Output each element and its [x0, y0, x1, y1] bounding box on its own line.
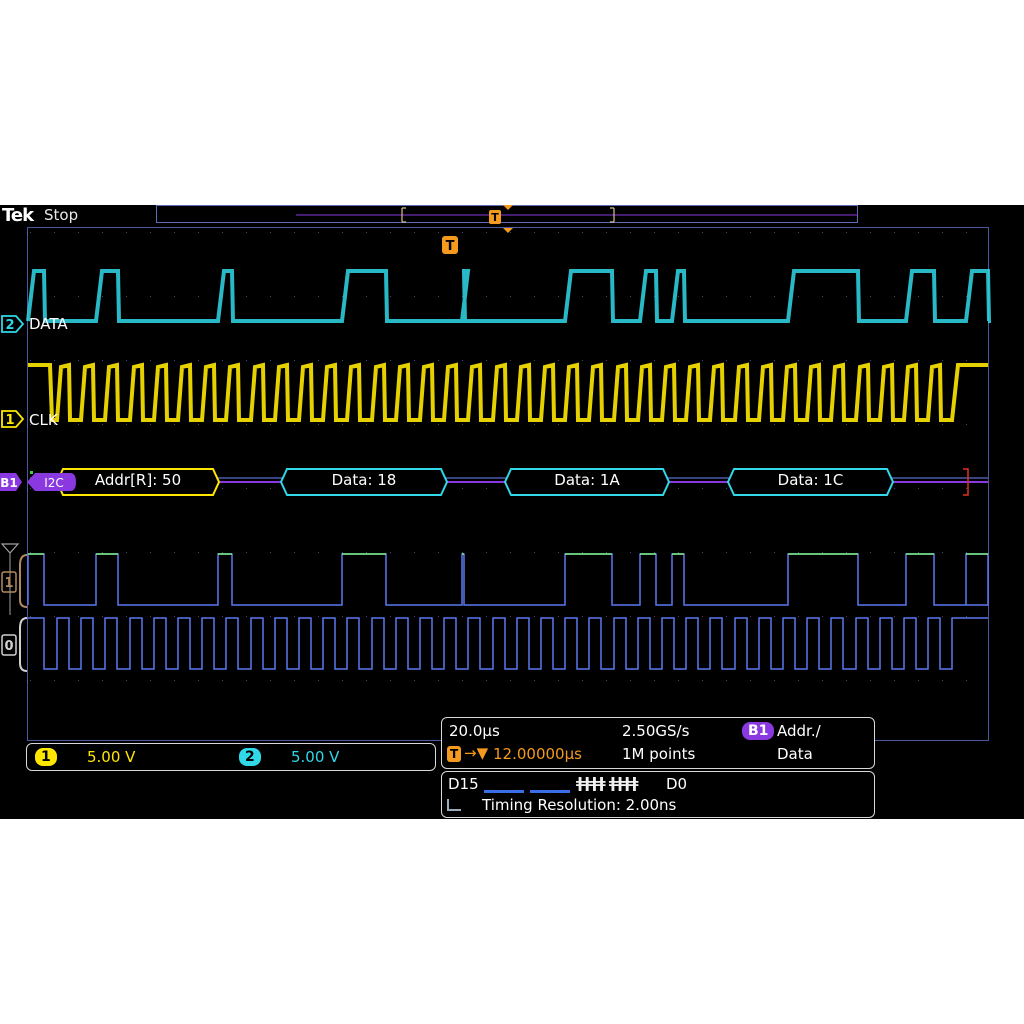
svg-text:I2C: I2C — [44, 476, 64, 490]
decode-packet-data-1: Data: 18 — [331, 471, 397, 489]
svg-text:B1: B1 — [0, 476, 18, 490]
oscilloscope-screen: Tek Stop T T 2 DATA 1 CLK — [0, 205, 1024, 819]
digital-active-channels: ǂǂǂǂ ǂǂǂǂ — [576, 774, 638, 792]
svg-text:T: T — [446, 239, 455, 254]
trigger-arrow-icon: →▼ — [464, 744, 489, 762]
ch1-badge: 1 — [35, 748, 57, 766]
ch1-marker[interactable]: 1 — [1, 410, 25, 428]
data-waveform — [26, 269, 992, 323]
clk-waveform — [28, 362, 988, 422]
trigger-marker-icon — [442, 236, 458, 254]
svg-text:2: 2 — [5, 318, 14, 333]
tek-logo: Tek — [2, 205, 34, 226]
bus-mode-line1: Addr./ — [777, 722, 821, 740]
digital-range-start: D15 — [448, 775, 479, 793]
digital-1-low — [27, 553, 989, 606]
bus-marker[interactable]: B1 I2C — [0, 473, 76, 491]
sample-rate: 2.50GS/s — [622, 722, 690, 740]
digital-channels-panel[interactable]: D15 ǂǂǂǂ ǂǂǂǂ D0 Timing Resolution: 2.00… — [441, 771, 875, 818]
decode-packet-data-2: Data: 1A — [554, 471, 620, 489]
ch1-scale: 5.00 V — [87, 748, 136, 766]
decode-packet-data-3: Data: 1C — [777, 471, 844, 489]
waveform-area: T T 2 DATA 1 CLK B1 I2C — [0, 205, 992, 681]
data-channel-label: DATA — [29, 315, 68, 333]
trigger-icon: T — [447, 746, 462, 762]
digital-range-end: D0 — [666, 775, 688, 793]
digital-group-marker[interactable]: 1 0 — [0, 543, 28, 672]
svg-text:1: 1 — [4, 576, 13, 591]
bus-mode-line2: Data — [777, 745, 813, 763]
time-per-division: 20.0μs — [449, 722, 500, 740]
ch2-scale: 5.00 V — [291, 748, 340, 766]
decode-packet-shape-2 — [503, 468, 671, 496]
svg-text:T: T — [491, 211, 499, 224]
trigger-position-bottom-arrow — [503, 228, 513, 233]
decode-packet-shape-3 — [726, 468, 895, 496]
record-trigger-marker — [489, 210, 501, 224]
trigger-position: 12.00000μs — [493, 745, 582, 763]
svg-text:0: 0 — [4, 639, 13, 654]
decode-packet-shape-0 — [55, 468, 221, 496]
ch2-marker[interactable]: 2 — [1, 315, 25, 333]
digital-inactive-bar-2 — [530, 790, 570, 793]
record-length: 1M points — [622, 745, 696, 763]
vertical-scale-panel[interactable]: 1 5.00 V 2 5.00 V — [26, 743, 436, 771]
clk-channel-label: CLK — [29, 411, 59, 429]
acquisition-panel[interactable]: 20.0μs 2.50GS/s B1 Addr./ T →▼ 12.00000μ… — [441, 717, 875, 769]
timing-resolution-icon — [447, 799, 461, 811]
trigger-position-top-arrow — [503, 205, 513, 210]
acquisition-status: Stop — [44, 206, 79, 224]
digital-inactive-bar-1 — [484, 790, 524, 793]
bus-badge: B1 — [742, 722, 775, 740]
svg-text:1: 1 — [5, 413, 14, 428]
digital-0-waveform — [28, 617, 988, 670]
decode-packet-addr: Addr[R]: 50 — [94, 471, 182, 489]
timing-resolution: Timing Resolution: 2.00ns — [482, 796, 677, 814]
decode-packet-shape-1 — [279, 468, 449, 496]
stop-bracket — [963, 468, 969, 496]
ch2-badge: 2 — [239, 748, 261, 766]
